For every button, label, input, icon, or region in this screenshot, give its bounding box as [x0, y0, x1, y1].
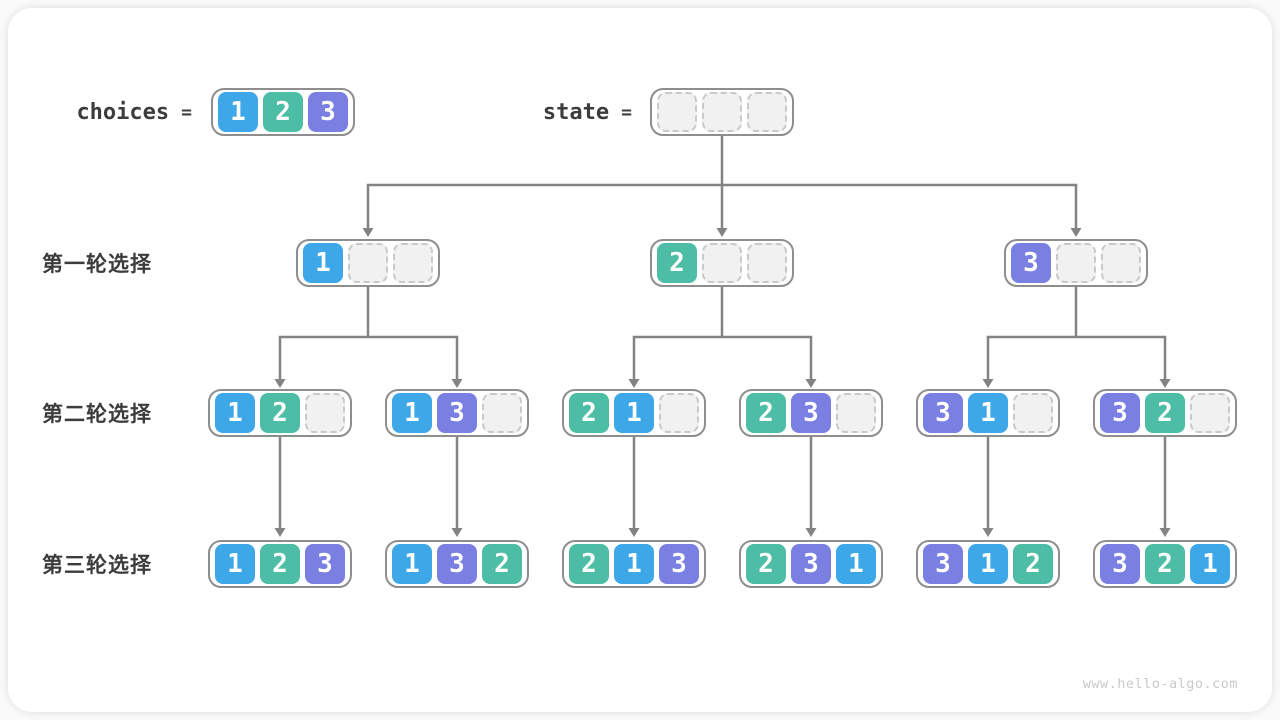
empty-slot	[747, 92, 787, 132]
value-cell-3: 3	[791, 544, 831, 584]
round-1-label: 第一轮选择	[42, 253, 152, 276]
value-cell-1: 1	[968, 393, 1008, 433]
value-cell-3: 3	[923, 393, 963, 433]
value-cell-2: 2	[1145, 544, 1185, 584]
empty-slot	[348, 243, 388, 283]
empty-slot	[305, 393, 345, 433]
empty-slot	[747, 243, 787, 283]
empty-slot	[836, 393, 876, 433]
round-2-label: 第二轮选择	[42, 403, 152, 426]
value-cell-3: 3	[437, 544, 477, 584]
value-cell-3: 3	[791, 393, 831, 433]
round1-node-3: 3	[1004, 239, 1148, 287]
empty-slot	[1013, 393, 1053, 433]
value-cell-1: 1	[392, 544, 432, 584]
value-cell-2: 2	[569, 393, 609, 433]
value-cell-2: 2	[260, 544, 300, 584]
value-cell-1: 1	[218, 92, 258, 132]
value-cell-3: 3	[923, 544, 963, 584]
value-cell-3: 3	[437, 393, 477, 433]
value-cell-2: 2	[569, 544, 609, 584]
watermark: www.hello-algo.com	[1082, 676, 1238, 692]
value-cell-1: 1	[303, 243, 343, 283]
value-cell-1: 1	[614, 544, 654, 584]
value-cell-2: 2	[746, 393, 786, 433]
empty-slot	[393, 243, 433, 283]
value-cell-2: 2	[260, 393, 300, 433]
value-cell-3: 3	[1100, 393, 1140, 433]
value-cell-1: 1	[215, 393, 255, 433]
value-cell-2: 2	[482, 544, 522, 584]
value-cell-2: 2	[263, 92, 303, 132]
round1-node-1: 1	[296, 239, 440, 287]
value-cell-3: 3	[1011, 243, 1051, 283]
value-cell-1: 1	[968, 544, 1008, 584]
empty-slot	[657, 92, 697, 132]
empty-slot	[1101, 243, 1141, 283]
empty-slot	[702, 243, 742, 283]
empty-slot	[702, 92, 742, 132]
value-cell-3: 3	[1100, 544, 1140, 584]
value-cell-1: 1	[836, 544, 876, 584]
value-cell-1: 1	[215, 544, 255, 584]
choices-equals-sign: =	[181, 101, 192, 123]
value-cell-2: 2	[657, 243, 697, 283]
choices-label-text: choices	[76, 99, 170, 125]
value-cell-2: 2	[746, 544, 786, 584]
value-cell-2: 2	[1013, 544, 1053, 584]
value-cell-1: 1	[1190, 544, 1230, 584]
empty-slot	[1056, 243, 1096, 283]
state-label: state =	[0, 88, 632, 136]
empty-slot	[482, 393, 522, 433]
value-cell-1: 1	[392, 393, 432, 433]
value-cell-3: 3	[305, 544, 345, 584]
empty-slot	[1190, 393, 1230, 433]
value-cell-1: 1	[614, 393, 654, 433]
value-cell-3: 3	[659, 544, 699, 584]
state-equals-sign: =	[621, 101, 632, 123]
empty-slot	[659, 393, 699, 433]
state-label-text: state	[542, 99, 610, 125]
round1-node-2: 2	[650, 239, 794, 287]
value-cell-2: 2	[1145, 393, 1185, 433]
round-3-label: 第三轮选择	[42, 554, 152, 577]
state-box	[650, 88, 794, 136]
choices-label: choices =	[0, 88, 192, 136]
value-cell-3: 3	[308, 92, 348, 132]
